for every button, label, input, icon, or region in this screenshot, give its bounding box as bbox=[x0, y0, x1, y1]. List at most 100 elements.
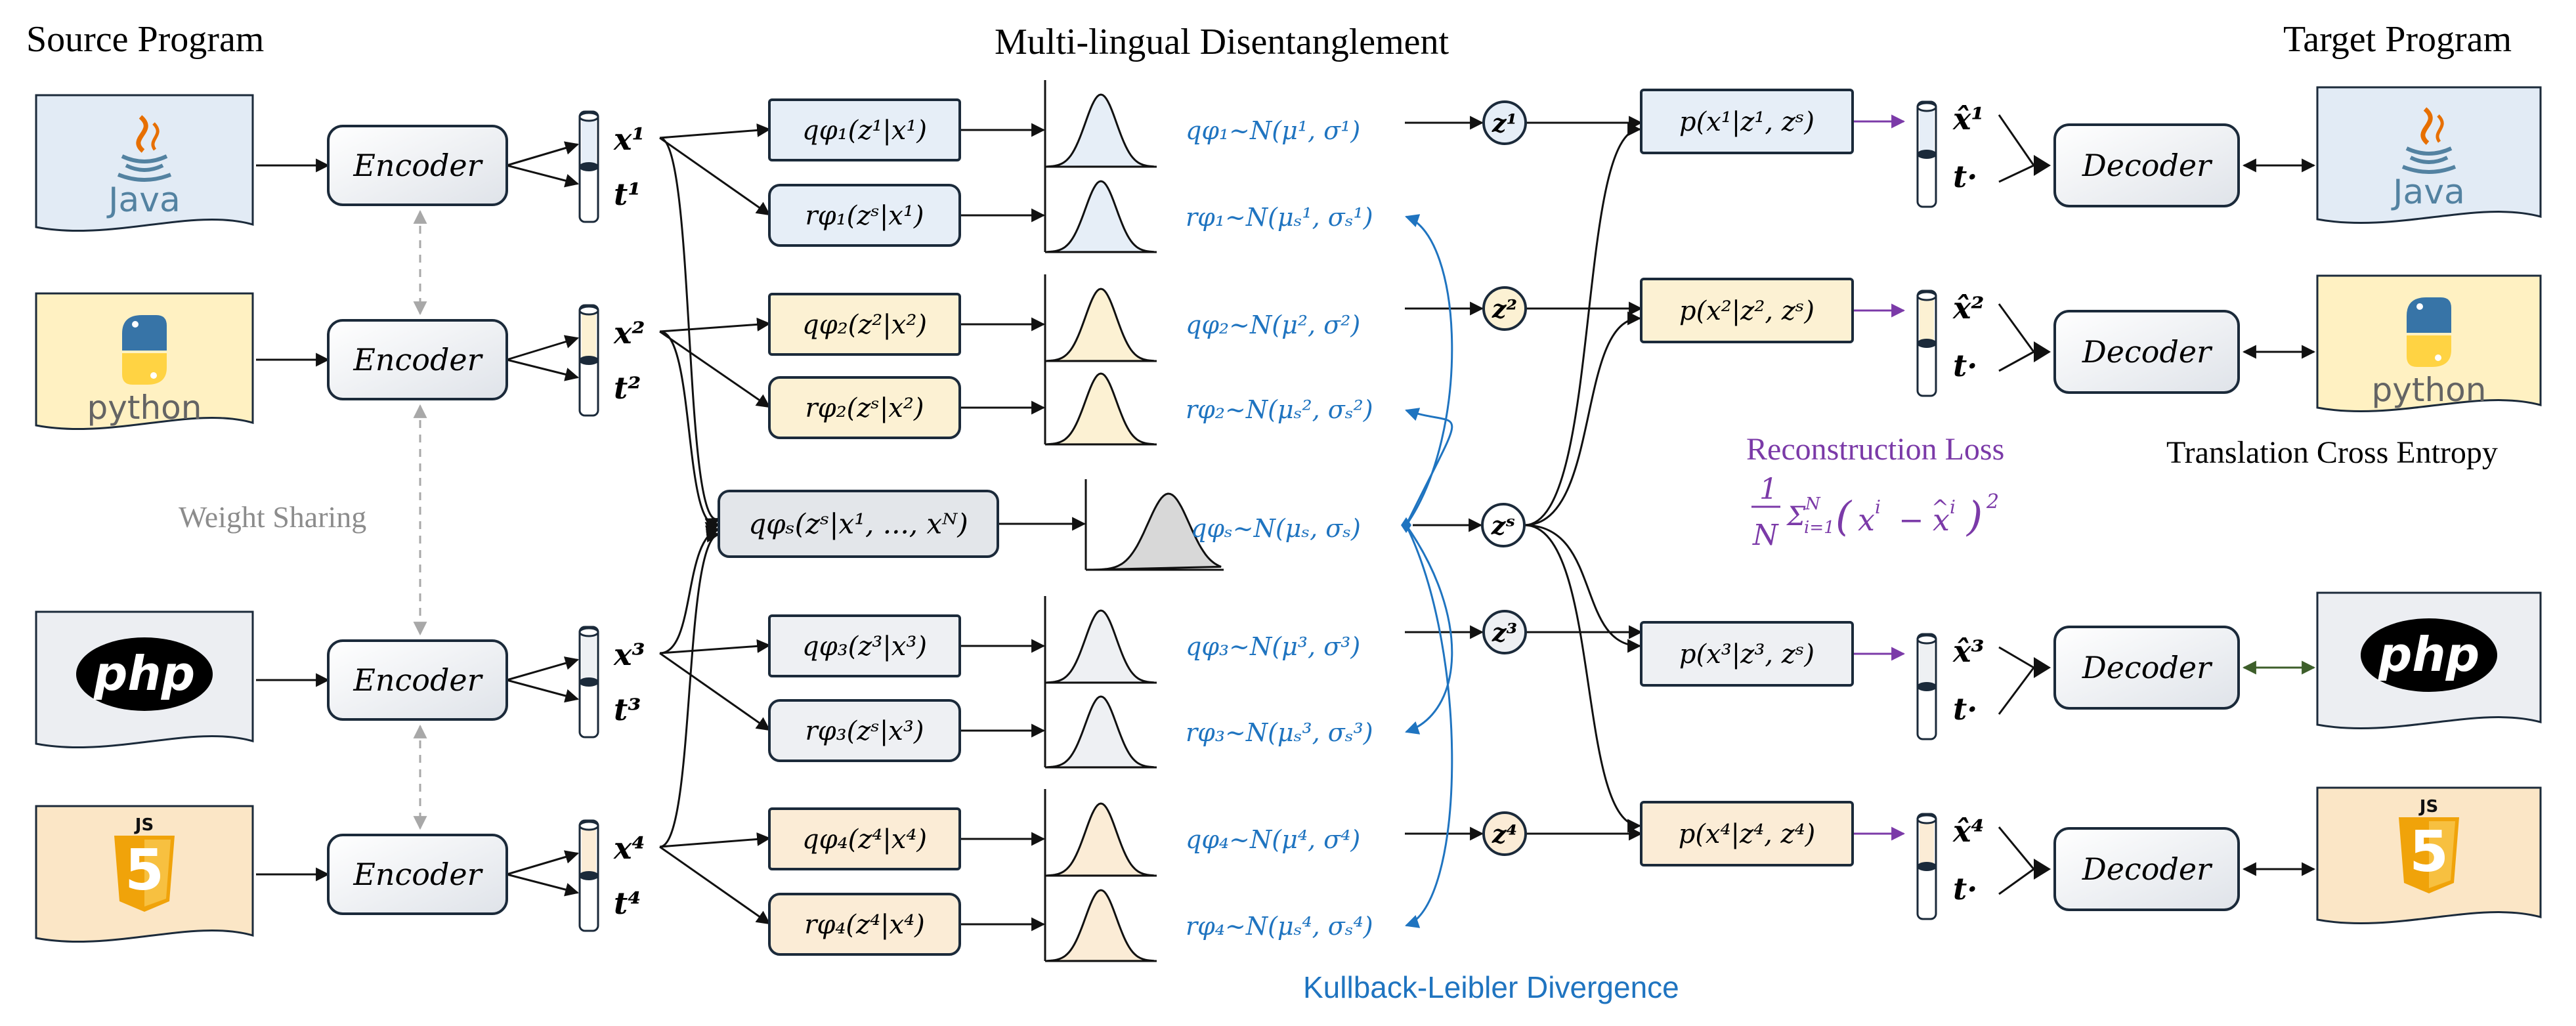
connection-lines bbox=[256, 114, 2316, 931]
p-box-4 bbox=[1640, 801, 1854, 866]
x-to-r-arrow bbox=[659, 137, 771, 216]
encoder-2 bbox=[327, 319, 508, 400]
q-dist-2: qφ₂~N(μ², σ²) bbox=[1186, 310, 1360, 339]
reconstruction-formula: 1 N Σ i=1 N ( x i − x ^ i ) 2 bbox=[1751, 473, 1999, 552]
svg-text:i: i bbox=[1950, 496, 1956, 518]
encoder-2-text: Encoder bbox=[353, 342, 483, 377]
shared-q-box-text: qφₛ(zˢ|x¹, ..., xᴺ) bbox=[748, 508, 968, 540]
that-label-4: t· bbox=[1953, 871, 1977, 907]
x-label-2: x² bbox=[613, 315, 645, 351]
output-to-decoder-line bbox=[1998, 114, 2035, 166]
x-to-q-arrow bbox=[659, 123, 771, 139]
z-node-4 bbox=[1482, 811, 1527, 856]
p-box-3 bbox=[1640, 621, 1854, 687]
r-gaussian-1 bbox=[1044, 167, 1157, 253]
z-node-1-text: z¹ bbox=[1492, 108, 1517, 138]
r-dist-1: rφ₁~N(μₛ¹, σₛ¹) bbox=[1186, 203, 1373, 232]
multilingual-header: Multi-lingual Disentanglement bbox=[995, 22, 1449, 62]
output-to-decoder-line bbox=[1998, 646, 2034, 669]
x-to-shared-arrow bbox=[659, 330, 720, 535]
p-box-3-text: p(x³|z³, zˢ) bbox=[1679, 639, 1814, 670]
t-label-4: t⁴ bbox=[614, 886, 641, 921]
encoder-to-t-arrow bbox=[506, 358, 580, 381]
r-box-2-text: rφ₂(zˢ|x²) bbox=[805, 393, 924, 423]
php-logo-source: php bbox=[76, 637, 213, 711]
p-box-2-text: p(x²|z², zˢ) bbox=[1679, 296, 1814, 326]
svg-text:x: x bbox=[1933, 502, 1950, 538]
encoder-3 bbox=[327, 639, 508, 721]
target-program-header: Target Program bbox=[2283, 19, 2512, 60]
t-label-1: t¹ bbox=[614, 177, 641, 212]
shared-dist: qφₛ~N(μₛ, σₛ) bbox=[1191, 514, 1361, 543]
javascript-logo-target: JS5 bbox=[2399, 797, 2459, 893]
decoder-merge-arrow bbox=[2034, 155, 2051, 176]
x-label-4: x⁴ bbox=[613, 830, 645, 866]
x-to-q-arrow bbox=[659, 832, 771, 848]
q-box-3 bbox=[768, 614, 961, 677]
output-vector-4 bbox=[1916, 813, 1937, 920]
svg-text:5: 5 bbox=[125, 838, 164, 903]
q-gaussian-2 bbox=[1044, 274, 1157, 362]
svg-text:−: − bbox=[1899, 502, 1924, 538]
svg-text:php: php bbox=[93, 646, 195, 701]
r-box-1 bbox=[768, 184, 961, 247]
svg-text:python: python bbox=[87, 389, 202, 427]
xhat-label-3: x̂³ bbox=[1952, 633, 1985, 669]
x-to-r-arrow bbox=[659, 330, 771, 408]
decoder-merge-arrow bbox=[2034, 657, 2051, 678]
x-to-shared-arrow bbox=[659, 137, 720, 531]
svg-text:Java: Java bbox=[2391, 173, 2465, 212]
r-gaussian-4 bbox=[1044, 876, 1157, 962]
php-logo-target: php bbox=[2361, 618, 2497, 692]
java-logo-source: Java bbox=[106, 115, 181, 220]
encoder-to-t-arrow bbox=[506, 679, 580, 703]
output-vector-3 bbox=[1916, 633, 1937, 740]
output-to-decoder-line bbox=[1998, 351, 2034, 372]
x-to-r-arrow bbox=[659, 845, 771, 925]
r-gaussian-3 bbox=[1044, 682, 1157, 769]
z-node-4-text: z⁴ bbox=[1492, 819, 1517, 849]
t-label-3: t³ bbox=[614, 692, 641, 727]
encoder-to-x-arrow bbox=[506, 850, 580, 876]
r-dist-3: rφ₃~N(μₛ³, σₛ³) bbox=[1186, 718, 1373, 747]
latent-vector-3 bbox=[578, 626, 599, 738]
r-gaussian-2 bbox=[1044, 359, 1157, 446]
x-to-q-arrow bbox=[659, 317, 771, 333]
encoder-to-x-arrow bbox=[506, 335, 580, 361]
q-box-4-text: qφ₄(z⁴|x⁴) bbox=[802, 824, 927, 855]
shared-q-box bbox=[718, 490, 999, 558]
python-logo-target: python bbox=[2372, 297, 2486, 409]
that-label-2: t· bbox=[1953, 348, 1977, 383]
encoder-4-text: Encoder bbox=[353, 857, 483, 892]
output-vector-1 bbox=[1916, 100, 1937, 208]
r-box-1-text: rφ₁(zˢ|x¹) bbox=[805, 201, 924, 231]
xhat-label-4: x̂⁴ bbox=[1952, 813, 1985, 849]
x-label-1: x¹ bbox=[613, 121, 645, 157]
decoder-1-text: Decoder bbox=[2082, 148, 2213, 183]
output-to-decoder-line bbox=[1998, 826, 2035, 870]
encoder-to-t-arrow bbox=[506, 873, 580, 897]
svg-text:N: N bbox=[1805, 494, 1821, 514]
r-dist-2: rφ₂~N(μₛ², σₛ²) bbox=[1186, 395, 1373, 424]
decoder-4 bbox=[2053, 827, 2240, 911]
q-box-1-text: qφ₁(z¹|x¹) bbox=[802, 116, 927, 146]
zs-to-p-arrow-3 bbox=[1524, 524, 1642, 653]
z-node-3 bbox=[1482, 610, 1527, 654]
r-box-3-text: rφ₃(zˢ|x³) bbox=[805, 716, 924, 746]
svg-text:JS: JS bbox=[2418, 797, 2438, 817]
r-box-4 bbox=[768, 893, 961, 956]
svg-text:^: ^ bbox=[1931, 495, 1949, 520]
decoder-2 bbox=[2053, 310, 2240, 394]
svg-text:1: 1 bbox=[1759, 473, 1778, 506]
zs-to-p-arrow-2 bbox=[1524, 311, 1642, 526]
z-node-2 bbox=[1482, 286, 1527, 331]
t-label-2: t² bbox=[614, 370, 641, 406]
encoder-to-x-arrow bbox=[506, 656, 580, 681]
that-label-3: t· bbox=[1953, 691, 1977, 727]
xhat-label-1: x̂¹ bbox=[1952, 101, 1985, 137]
r-box-4-text: rφ₄(z⁴|x⁴) bbox=[804, 910, 925, 940]
q-gaussian-4 bbox=[1044, 789, 1157, 877]
zs-node-text: zˢ bbox=[1491, 511, 1516, 540]
zs-to-p-arrow-1 bbox=[1524, 122, 1642, 526]
